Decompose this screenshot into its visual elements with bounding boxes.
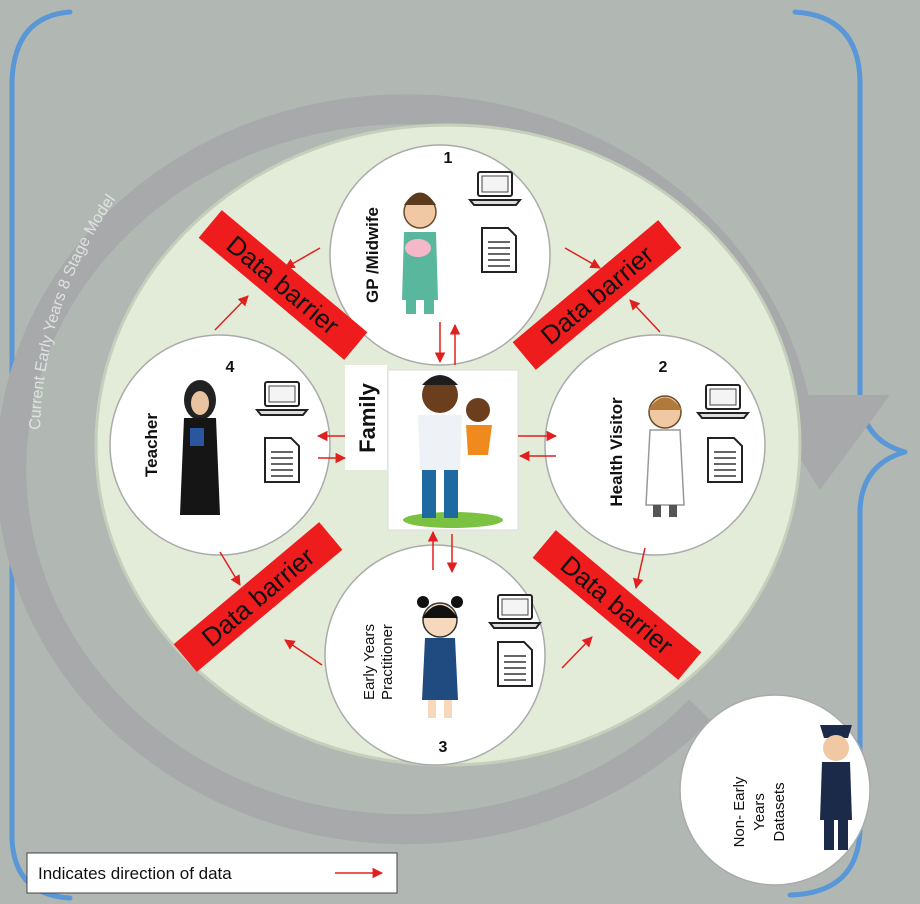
health-visitor-number: 2 — [659, 359, 668, 376]
gp-number: 1 — [444, 150, 453, 167]
early-years-label-line2: Practitioner — [379, 624, 396, 700]
external-label-line3: Datasets — [771, 782, 788, 841]
document-icon — [482, 228, 516, 272]
health-visitor-label: Health Visitor — [607, 397, 626, 507]
family-label: Family — [355, 382, 380, 452]
teacher-number: 4 — [226, 359, 235, 376]
legend-text: Indicates direction of data — [38, 864, 232, 883]
teacher-label: Teacher — [142, 413, 161, 477]
document-icon — [265, 438, 299, 482]
early-years-label-line1: Early Years — [361, 624, 378, 700]
early-years-number: 3 — [439, 739, 448, 756]
external-label-line1: Non- Early — [731, 776, 748, 847]
laptop-icon — [470, 172, 520, 205]
midwife-figure — [402, 193, 438, 315]
document-icon — [498, 642, 532, 686]
teacher-figure — [180, 380, 220, 515]
gp-label: GP /Midwife — [363, 207, 382, 303]
document-icon — [708, 438, 742, 482]
health-visitor-figure — [646, 396, 684, 517]
laptop-icon — [698, 385, 748, 418]
laptop-icon — [490, 595, 540, 628]
legend: Indicates direction of data — [27, 853, 397, 893]
external-label-line2: Years — [751, 793, 768, 831]
laptop-icon — [257, 382, 307, 415]
